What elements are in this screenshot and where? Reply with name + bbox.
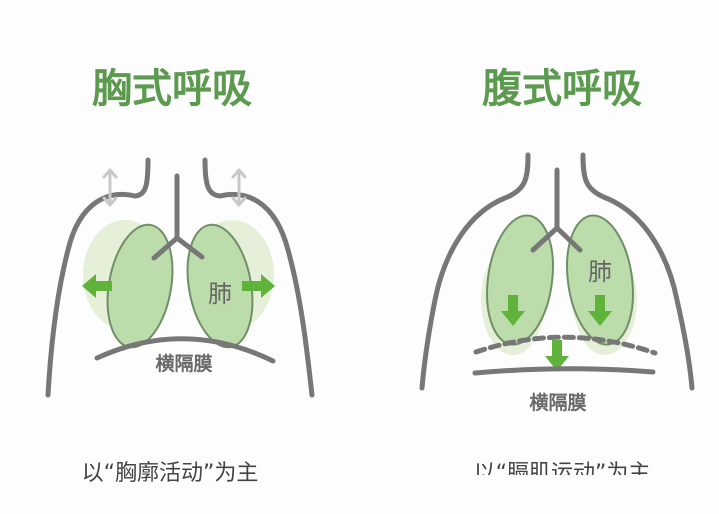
chest-breathing-panel: 胸式呼吸 肺 横隔膜 以“胸廓活动”为主 bbox=[45, 66, 315, 486]
arrow-right-icon bbox=[242, 274, 275, 298]
arrow-down-icon bbox=[501, 295, 525, 326]
chest-breathing-caption: 以“胸廓活动”为主 bbox=[82, 461, 259, 486]
trachea bbox=[530, 167, 583, 253]
arrow-down-icon bbox=[588, 295, 612, 326]
diaphragm-line bbox=[472, 366, 656, 376]
diaphragm-label: 横隔膜 bbox=[155, 352, 212, 375]
torso-outline-right bbox=[580, 152, 695, 391]
arrow-left-icon bbox=[82, 274, 112, 298]
torso-outline-left bbox=[419, 152, 531, 391]
arrow-down-icon bbox=[545, 340, 569, 371]
abdominal-breathing-caption: 以“膈肌运动”为主 bbox=[474, 461, 651, 486]
diaphragm-label: 横隔膜 bbox=[529, 391, 586, 414]
torso-outline-right bbox=[202, 157, 315, 398]
torso-outline-left bbox=[45, 157, 151, 398]
up-down-arrow-icon bbox=[102, 168, 118, 207]
right-lung bbox=[566, 214, 634, 346]
diaphragm-dashed-line bbox=[473, 334, 658, 356]
chest-breathing-title: 胸式呼吸 bbox=[92, 66, 252, 112]
diaphragm-line bbox=[94, 336, 276, 364]
lung-label: 肺 bbox=[588, 258, 612, 286]
trachea bbox=[151, 173, 205, 261]
up-down-arrow-icon bbox=[231, 168, 247, 207]
lung-label: 肺 bbox=[208, 280, 232, 308]
abdominal-breathing-title: 腹式呼吸 bbox=[482, 66, 642, 112]
abdominal-breathing-panel: 腹式呼吸 肺 横隔膜 以“膈肌运动”为主 bbox=[419, 66, 695, 486]
